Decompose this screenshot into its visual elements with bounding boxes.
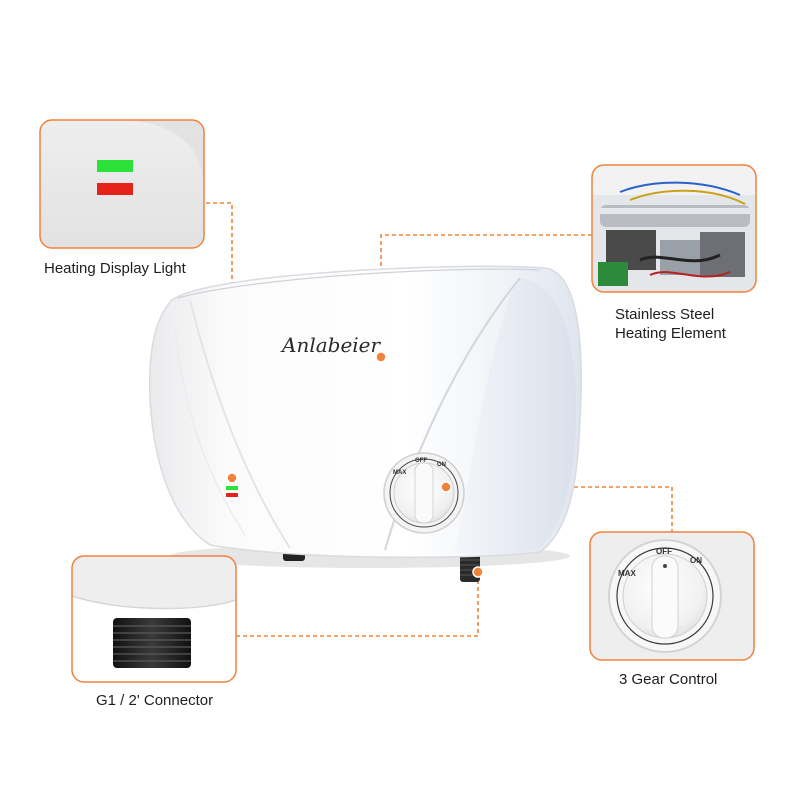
svg-text:ON: ON — [690, 556, 702, 565]
callout-box-gear-control: OFF ON MAX — [589, 531, 755, 661]
svg-text:MAX: MAX — [393, 470, 406, 476]
label-connector: G1 / 2' Connector — [96, 692, 214, 709]
leader-connector — [236, 573, 479, 637]
leader-display-light — [206, 202, 233, 478]
heater-body: Anlabeier OFF ON MAX — [148, 265, 582, 582]
svg-text:OFF: OFF — [415, 458, 427, 464]
body-control-knob: OFF ON MAX — [383, 452, 465, 534]
callout-dots — [226, 351, 484, 578]
connector-thread — [113, 618, 191, 668]
indicator-light-green — [226, 486, 238, 490]
dot-heating-element — [375, 351, 387, 363]
dot-display-light — [226, 472, 238, 484]
indicator-light-red — [226, 493, 238, 497]
label-heating-element-line1: Stainless Steel — [615, 306, 715, 323]
svg-text:ON: ON — [437, 462, 446, 468]
callout-box-display-light — [39, 119, 205, 249]
label-heating-display-light: Heating Display Light — [44, 260, 186, 277]
svg-text:MAX: MAX — [618, 569, 636, 578]
dot-connector — [472, 566, 484, 578]
brand-logo: Anlabeier — [280, 333, 382, 357]
label-heating-element: Stainless Steel Heating Element — [615, 305, 726, 343]
label-heating-element-line2: Heating Element — [615, 325, 726, 342]
svg-text:OFF: OFF — [656, 547, 672, 556]
dot-gear-control — [440, 481, 452, 493]
display-light-green — [97, 160, 133, 172]
display-light-red — [97, 183, 133, 195]
leader-gear-control — [448, 486, 673, 532]
callout-box-connector — [71, 555, 237, 683]
label-gear-control: 3 Gear Control — [619, 671, 718, 688]
callout-box-heating-element — [591, 164, 757, 293]
